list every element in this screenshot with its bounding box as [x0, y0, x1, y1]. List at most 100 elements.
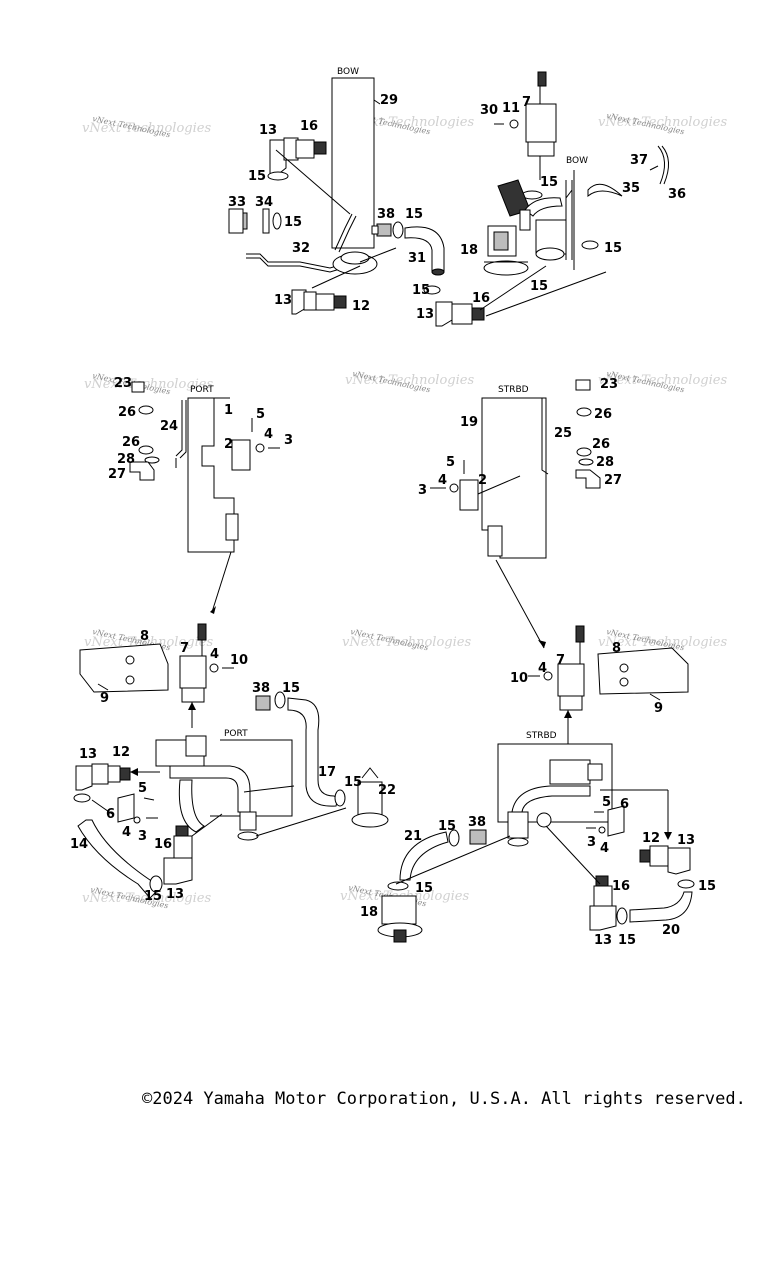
connector-12: [315, 293, 335, 311]
strainer-22: [357, 781, 383, 817]
callout: 5: [256, 407, 265, 422]
callout: 38: [377, 207, 395, 222]
watermark: vNext Technologies: [345, 115, 474, 130]
callout: 4: [210, 647, 219, 662]
callout: 16: [472, 291, 490, 306]
watermark: vNext Technologies: [598, 373, 727, 388]
plate-6: [117, 793, 135, 823]
callout: 34: [255, 195, 273, 210]
callout: 25: [554, 426, 572, 441]
callout: 1: [224, 403, 233, 418]
callout: 4: [600, 841, 609, 856]
callout: 26: [592, 437, 610, 452]
gasket-34: [262, 208, 270, 234]
fitting-38: [255, 695, 271, 711]
hose-14: [77, 819, 159, 899]
callout: 8: [140, 629, 149, 644]
area-tag-port: PORT: [224, 729, 248, 739]
callout: 3: [284, 433, 293, 448]
hose-clamp-15: [274, 691, 286, 709]
callout: 6: [620, 797, 629, 812]
callout: 5: [138, 781, 147, 796]
callout: 12: [642, 831, 660, 846]
callout: 32: [292, 241, 310, 256]
callout: 16: [300, 119, 318, 134]
area-tag-strbd: STRBD: [526, 731, 557, 741]
callout: 14: [70, 837, 88, 852]
callout: 15: [344, 775, 362, 790]
callout: 4: [264, 427, 273, 442]
callout: 15: [698, 879, 716, 894]
hose-clamp-15: [581, 240, 599, 250]
washer-4: [209, 663, 219, 673]
area-tag-bow: BOW: [337, 67, 359, 77]
section-port-panel: PORT 23 1 26 5 24 2 4 3 26 28 27: [108, 376, 293, 614]
fitting-38: [376, 223, 392, 237]
hose-clamp-15: [149, 875, 163, 893]
callout: 35: [622, 181, 640, 196]
clip-35: [587, 183, 623, 198]
callout: 27: [108, 467, 126, 482]
callout: 27: [604, 473, 622, 488]
watermark: vNext Technologies: [342, 635, 471, 650]
pump-motor-7: [557, 663, 585, 697]
callout: 8: [612, 641, 621, 656]
hose-clamp-15: [267, 171, 289, 181]
area-tag-port: PORT: [190, 385, 214, 395]
clamp-26: [138, 445, 154, 455]
callout: 13: [259, 123, 277, 138]
washer-11: [509, 119, 519, 129]
copyright-notice: ©2024 Yamaha Motor Corporation, U.S.A. A…: [142, 1089, 746, 1109]
callout: 23: [114, 376, 132, 391]
callout: 4: [538, 661, 547, 676]
elbow-13: [435, 301, 453, 327]
drain-valve: [225, 513, 239, 541]
watermark: vNext Technologies: [82, 891, 211, 906]
check-valve-16: [593, 885, 613, 907]
hose-20: [629, 891, 693, 923]
callout: 22: [378, 783, 396, 798]
hose-21: [399, 831, 449, 881]
hose-17: [287, 697, 339, 807]
callout: 16: [612, 879, 630, 894]
watermark: vNext Technologies: [598, 115, 727, 130]
elbow-13: [163, 857, 193, 885]
elbow-13: [667, 847, 691, 875]
elbow-13: [291, 289, 307, 315]
callout: 13: [274, 293, 292, 308]
callout: 10: [230, 653, 248, 668]
callout: 7: [556, 653, 565, 668]
watermark: vNext Technologies: [82, 121, 211, 136]
callout: 13: [79, 747, 97, 762]
callout: 38: [468, 815, 486, 830]
intake-duct-panel: [331, 77, 375, 249]
callout: 15: [415, 881, 433, 896]
callout: 5: [446, 455, 455, 470]
hose-clamp-15: [272, 212, 282, 230]
callout: 16: [154, 837, 172, 852]
callout: 15: [405, 207, 423, 222]
callout: 17: [318, 765, 336, 780]
clamp-26: [138, 405, 154, 415]
callout: 7: [180, 641, 189, 656]
plate-6: [607, 805, 625, 837]
callout: 15: [438, 819, 456, 834]
fitting-38: [469, 829, 487, 845]
callout: 4: [438, 473, 447, 488]
tie-36: [657, 145, 665, 185]
callout: 18: [360, 905, 378, 920]
hose-24: [175, 400, 183, 457]
callout: 15: [618, 933, 636, 948]
hose: [524, 197, 563, 217]
callout: 13: [677, 833, 695, 848]
callout: 3: [587, 835, 596, 850]
hose-clamp-15: [73, 793, 91, 803]
callout: 23: [600, 377, 618, 392]
callout: 10: [510, 671, 528, 686]
fitting-33: [228, 208, 244, 234]
connector-12: [649, 845, 669, 867]
callout: 13: [166, 887, 184, 902]
callout: 30: [480, 103, 498, 118]
bracket-2: [459, 479, 479, 511]
section-strbd-panel: STRBD 19 23 26 5 4 2 3 25 26 28 27: [418, 377, 622, 649]
